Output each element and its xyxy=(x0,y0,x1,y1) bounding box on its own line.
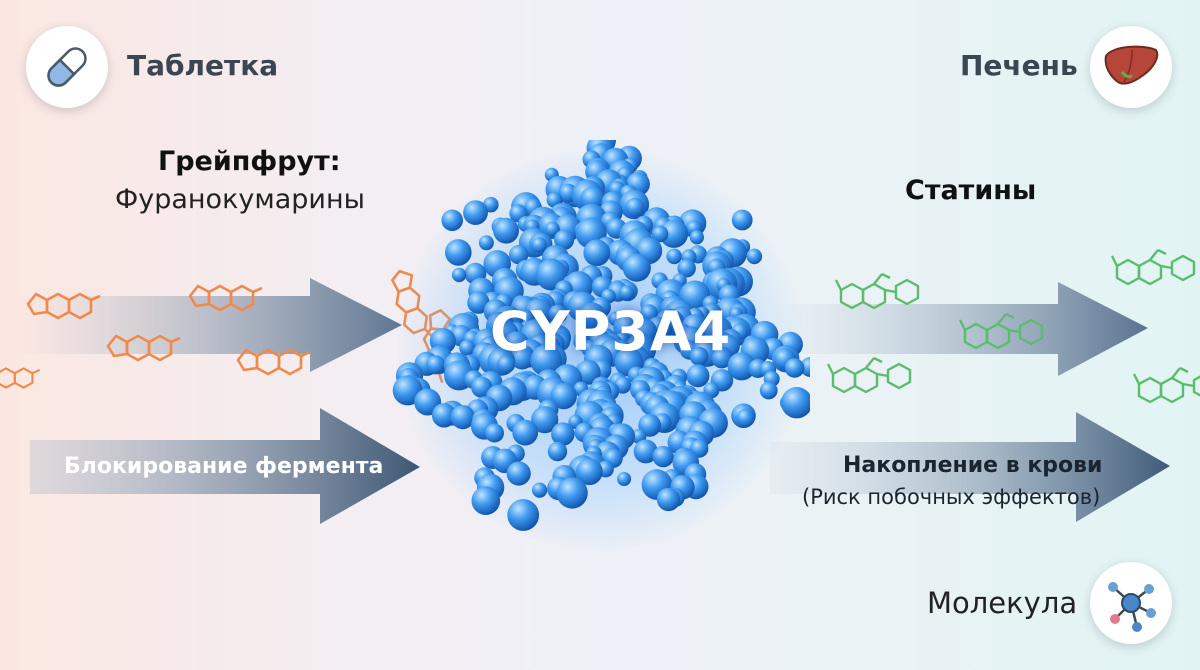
liver-icon-badge xyxy=(1090,26,1172,108)
liver-label: Печень xyxy=(960,49,1078,82)
enzyme-atom xyxy=(509,245,529,265)
enzyme-atom xyxy=(506,461,531,486)
enzyme-atom xyxy=(426,355,446,375)
enzyme-atom xyxy=(431,403,457,428)
enzyme-block-label: Блокирование фермента xyxy=(64,454,384,479)
enzyme-atom xyxy=(441,209,463,232)
enzyme-atom xyxy=(652,445,674,468)
blood-accumulation-label: Накопление в крови xyxy=(843,453,1103,478)
enzyme-atom xyxy=(575,359,601,385)
enzyme-atom xyxy=(633,439,658,464)
enzyme-atom xyxy=(459,339,476,356)
enzyme-atom xyxy=(784,358,805,378)
statin-molecule xyxy=(826,356,912,394)
liver-icon xyxy=(1104,45,1159,85)
enzyme-atom xyxy=(731,209,753,231)
enzyme-atom xyxy=(478,235,494,251)
enzyme-atom xyxy=(659,219,689,248)
enzyme-atom xyxy=(445,239,472,266)
enzyme-atom xyxy=(677,259,696,278)
enzyme-name: CYP3A4 xyxy=(490,300,732,363)
enzyme-atom xyxy=(656,487,681,512)
enzyme-atom xyxy=(619,285,635,300)
statin-molecule xyxy=(1110,248,1196,286)
molecule-icon xyxy=(1108,582,1156,632)
enzyme-atom xyxy=(746,248,763,265)
enzyme-atom xyxy=(759,381,778,400)
enzyme-atom xyxy=(463,200,488,225)
enzyme-atom xyxy=(451,267,467,283)
enzyme-block-arrow xyxy=(30,408,420,524)
enzyme-atom xyxy=(550,382,577,410)
enzyme-atom xyxy=(471,486,501,515)
furanocoumarins-label: Фуранокумарины xyxy=(115,184,365,215)
enzyme-atom xyxy=(510,346,534,370)
enzyme-atom xyxy=(531,406,559,434)
enzyme-atom xyxy=(467,291,490,314)
enzyme-atom xyxy=(547,441,568,462)
enzyme-atom xyxy=(736,408,755,427)
enzyme-atom xyxy=(625,197,645,217)
statins-title: Статины xyxy=(905,175,1037,206)
enzyme-atom xyxy=(485,423,504,443)
enzyme-atom xyxy=(666,248,682,265)
side-effects-risk-label: (Риск побочных эффектов) xyxy=(802,485,1101,509)
enzyme-atom xyxy=(576,302,607,333)
enzyme-atom xyxy=(493,217,519,244)
enzyme-atom xyxy=(545,221,560,237)
enzyme-atom xyxy=(507,499,540,531)
enzyme-atom xyxy=(686,364,710,388)
blood-accumulation-arrow xyxy=(770,412,1170,522)
enzyme-atom xyxy=(497,355,516,374)
enzyme-atom xyxy=(556,477,588,509)
enzyme-atom xyxy=(532,482,548,498)
enzyme-atom xyxy=(689,346,709,366)
left-upper-arrow xyxy=(20,278,402,372)
right-upper-arrow xyxy=(770,282,1148,376)
statin-molecule xyxy=(1132,366,1200,404)
enzyme-atom xyxy=(617,472,632,486)
enzyme-atom xyxy=(575,458,603,486)
enzyme-atom xyxy=(551,422,575,446)
pill-icon xyxy=(47,47,87,87)
grapefruit-title: Грейпфрут: xyxy=(158,146,341,177)
tablet-icon-badge xyxy=(26,26,108,108)
enzyme-atom xyxy=(655,321,673,338)
enzyme-atom xyxy=(727,352,756,381)
furanocoumarin-molecule xyxy=(0,367,41,389)
enzyme-atom xyxy=(711,348,732,369)
enzyme-atom xyxy=(781,387,810,419)
molecule-label: Молекула xyxy=(927,586,1078,620)
enzyme-atom xyxy=(450,405,475,430)
enzyme-cyp3a4 xyxy=(392,140,810,531)
molecule-icon-badge xyxy=(1090,562,1172,644)
statin-molecule xyxy=(834,272,920,310)
enzyme-atom xyxy=(583,239,611,267)
enzyme-atom xyxy=(651,225,669,243)
enzyme-atom xyxy=(622,253,651,282)
enzyme-atom xyxy=(531,237,547,253)
tablet-label: Таблетка xyxy=(127,49,279,82)
enzyme-atom xyxy=(689,230,704,245)
enzyme-atom xyxy=(554,229,575,250)
enzyme-atom xyxy=(530,344,563,377)
enzyme-atom xyxy=(548,304,568,324)
enzyme-atom xyxy=(512,419,539,446)
